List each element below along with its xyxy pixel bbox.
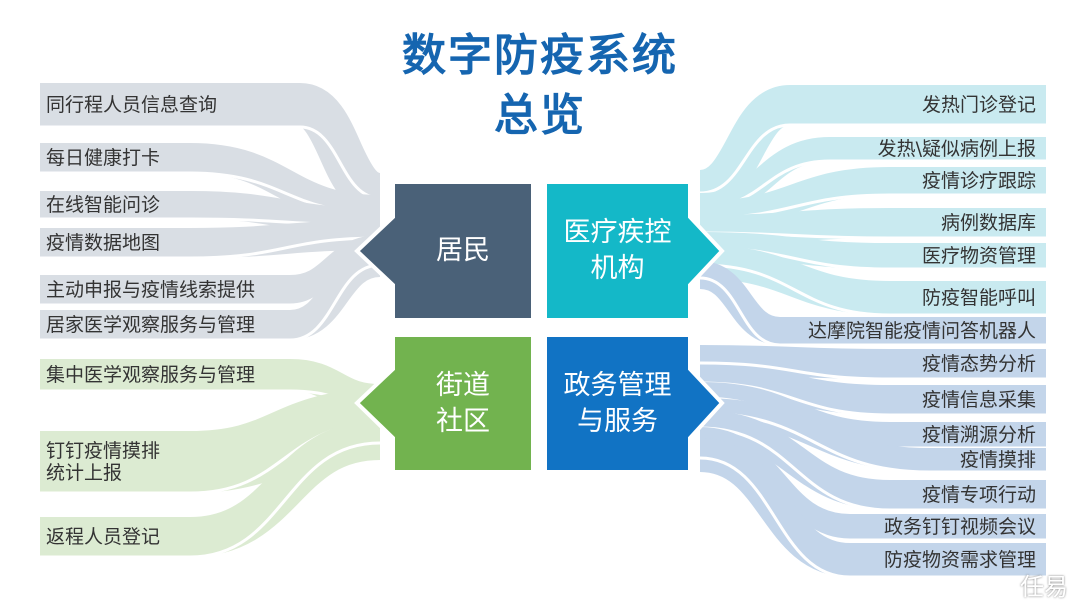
band-separator xyxy=(699,456,1046,579)
quadrant-medical: 医疗疾控 机构 xyxy=(563,217,672,284)
left-band xyxy=(40,83,384,217)
band-separator xyxy=(40,236,381,260)
band-separator xyxy=(699,276,1046,347)
left-band xyxy=(40,389,381,493)
quadrant-government: 政务管理 与服务 xyxy=(563,369,672,437)
right-band xyxy=(699,365,1046,415)
right-item: 病例数据库 xyxy=(940,212,1036,234)
watermark: 任易 xyxy=(1020,573,1068,601)
quadrant-community: 街道 社区 xyxy=(436,369,490,437)
right-band xyxy=(697,85,1046,210)
band-separator xyxy=(40,441,381,559)
right-band xyxy=(699,398,1046,472)
right-band xyxy=(699,410,1046,510)
left-item: 在线智能问诊 xyxy=(46,194,161,216)
title-line1: 数字防疫系统 xyxy=(402,30,678,81)
right-item: 发热门诊登记 xyxy=(921,94,1036,116)
right-item: 疫情专项行动 xyxy=(921,484,1036,506)
right-item: 疫情信息采集 xyxy=(921,389,1036,411)
left-item: 返程人员登记 xyxy=(46,526,161,548)
right-item: 政务钉钉视频会议 xyxy=(883,516,1036,538)
left-item: 每日健康打卡 xyxy=(46,147,161,169)
band-separator xyxy=(699,426,1046,512)
band-separator xyxy=(40,125,381,200)
right-item: 疫情诊疗跟踪 xyxy=(921,170,1036,192)
right-item: 医疗物资管理 xyxy=(921,245,1036,267)
left-item: 钉钉疫情摸排 统计上报 xyxy=(46,440,161,484)
right-band xyxy=(698,438,1046,577)
right-band xyxy=(698,261,1046,345)
left-item: 同行程人员信息查询 xyxy=(46,94,218,116)
quadrant-residents-shape xyxy=(354,180,535,322)
left-band xyxy=(40,220,381,258)
quadrant-community-shape xyxy=(354,333,535,474)
band-separator xyxy=(40,263,381,342)
right-band xyxy=(699,245,1046,315)
quadrant-medical-shape xyxy=(543,180,725,322)
left-band xyxy=(40,420,381,557)
left-item: 主动申报与疫情线索提供 xyxy=(46,279,256,301)
right-band xyxy=(699,208,1046,245)
right-band xyxy=(699,167,1046,229)
left-item: 疫情数据地图 xyxy=(46,232,161,254)
left-item: 居家医学观察服务与管理 xyxy=(46,314,256,336)
right-item: 防疫智能呼叫 xyxy=(921,287,1036,309)
left-band xyxy=(40,247,382,340)
right-item: 防疫物资需求管理 xyxy=(883,549,1036,571)
right-band xyxy=(699,345,1046,379)
right-item: 疫情摸排 xyxy=(959,449,1036,471)
band-separator xyxy=(699,123,1046,195)
right-item: 疫情溯源分析 xyxy=(921,424,1036,446)
quadrant-residents: 居民 xyxy=(436,235,490,266)
right-item: 达摩院智能疫情问答机器人 xyxy=(807,320,1036,342)
right-item: 发热\疑似病例上报 xyxy=(877,138,1036,160)
right-band xyxy=(699,232,1046,269)
title-line2: 总览 xyxy=(494,90,586,141)
band-separator xyxy=(699,361,1046,381)
left-item: 集中医学观察服务与管理 xyxy=(46,364,256,386)
band-separator xyxy=(699,263,1046,317)
right-item: 疫情态势分析 xyxy=(921,353,1036,375)
quadrant-government-shape xyxy=(543,333,725,474)
